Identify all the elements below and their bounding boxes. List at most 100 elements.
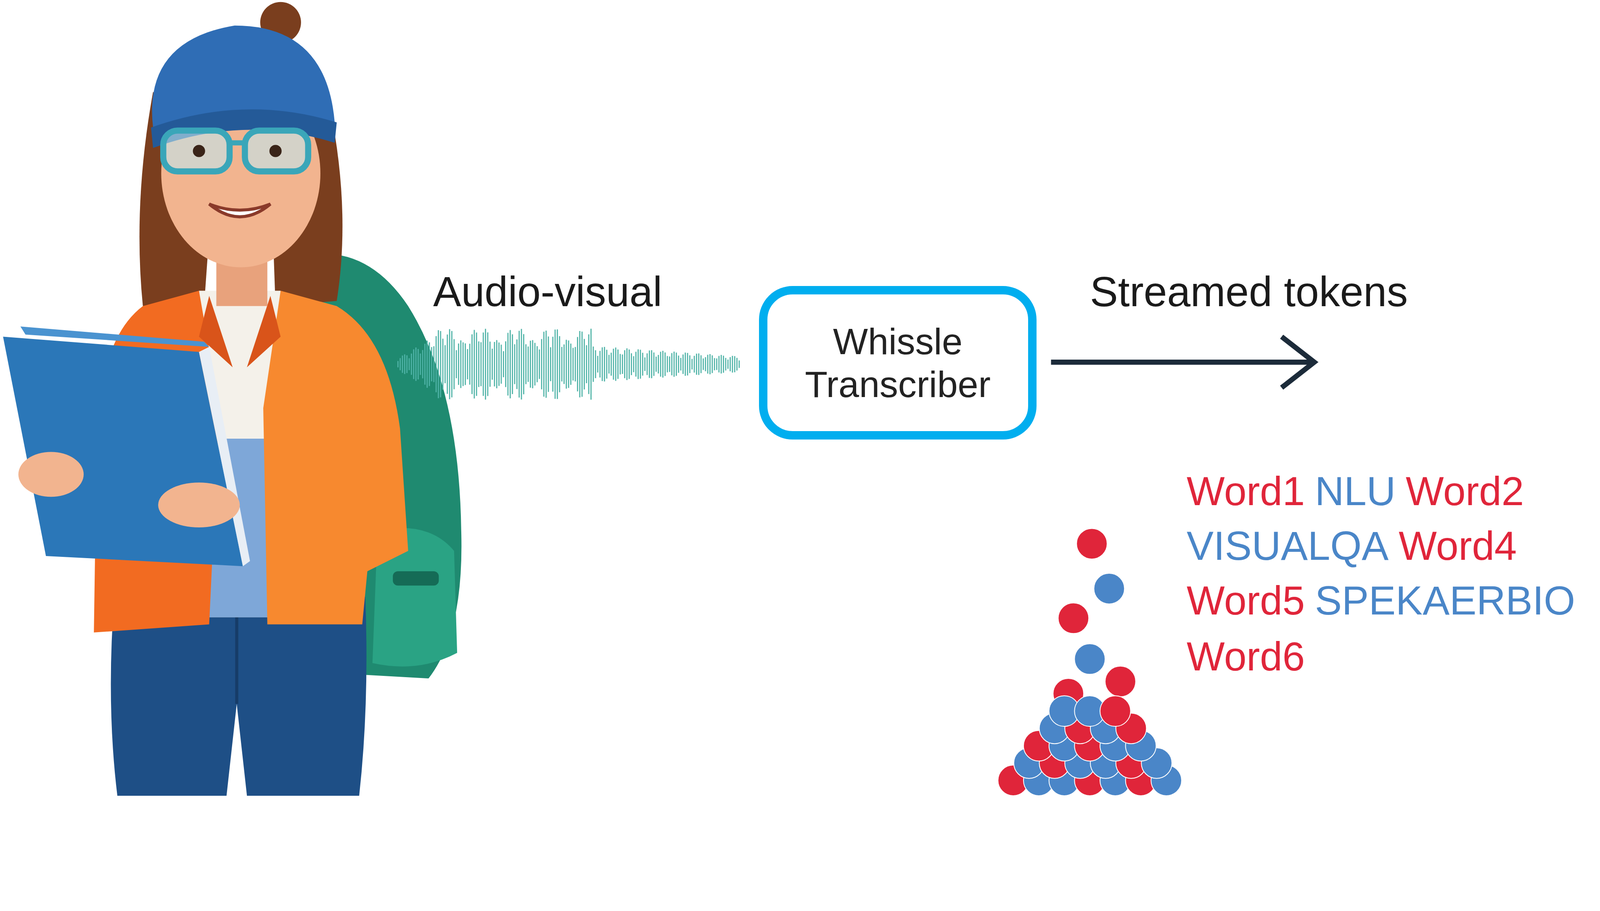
wave-stroke [650, 350, 653, 379]
wave-stroke [457, 343, 460, 385]
wave-stroke [484, 328, 487, 400]
sleeve [336, 387, 400, 531]
wave-stroke [642, 352, 644, 376]
wave-stroke [635, 351, 637, 377]
wave-stroke [439, 330, 442, 398]
stream-token: Word5 [1186, 578, 1305, 623]
wave-stroke [711, 355, 713, 373]
wave-stroke [595, 350, 597, 379]
wave-stroke [586, 345, 588, 384]
wave-stroke [673, 351, 675, 377]
wave-stroke [431, 346, 433, 381]
wave-stroke [646, 353, 648, 376]
wave-stroke [714, 357, 716, 371]
wave-stroke [417, 349, 419, 380]
wave-stroke [543, 331, 545, 397]
wave-stroke [718, 355, 720, 373]
wave-stroke [729, 357, 731, 372]
wave-stroke [422, 349, 424, 379]
wave-stroke [531, 340, 534, 389]
wave-stroke [412, 349, 415, 380]
wave-stroke [494, 341, 496, 387]
wave-stroke [558, 335, 561, 392]
wave-stroke [610, 352, 612, 376]
wave-stroke [660, 351, 662, 377]
token-ball [1057, 602, 1089, 634]
wave-stroke [406, 355, 408, 373]
token-ball [1100, 695, 1131, 727]
wave-stroke [666, 355, 669, 373]
wave-stroke [630, 353, 633, 376]
stream-token: NLU [1314, 468, 1396, 514]
wave-stroke [621, 354, 624, 374]
wave-stroke [498, 342, 500, 386]
wave-stroke [599, 350, 601, 378]
wave-stroke [404, 354, 406, 375]
wave-stroke [637, 349, 639, 380]
box-label: Whissle Transcriber [780, 320, 1016, 405]
wave-stroke [480, 342, 482, 387]
wave-stroke [704, 357, 707, 371]
wave-stroke [684, 352, 686, 376]
wave-stroke [509, 330, 511, 399]
wave-stroke [640, 349, 642, 379]
token-line: Word5SPEKAERBIO [1186, 578, 1576, 623]
wave-stroke [525, 343, 527, 384]
wave-stroke [444, 345, 446, 384]
wave-stroke [502, 351, 505, 378]
wave-stroke [601, 347, 603, 381]
wave-stroke [552, 336, 554, 392]
wave-stroke [435, 335, 437, 393]
wave-stroke [583, 338, 585, 390]
wave-stroke [572, 347, 574, 381]
wave-stroke [500, 344, 503, 384]
stream-token: Word6 [1186, 634, 1305, 679]
hand [158, 482, 240, 528]
wave-stroke [399, 357, 401, 371]
wave-stroke [626, 348, 628, 380]
wave-stroke [462, 342, 464, 387]
wave-stroke [541, 338, 543, 390]
wave-stroke [424, 343, 426, 385]
wave-stroke [687, 352, 689, 376]
wave-stroke [619, 354, 622, 375]
wave-stroke [556, 329, 559, 399]
wave-stroke [547, 336, 550, 392]
wave-stroke [397, 360, 399, 368]
wave-stroke [419, 353, 421, 375]
wave-stroke [722, 355, 725, 373]
wave-stroke [657, 354, 659, 374]
wave-stroke [545, 330, 547, 398]
wave-stroke [453, 338, 455, 389]
wave-stroke [615, 347, 617, 381]
wave-stroke [446, 334, 449, 394]
wave-stroke [538, 349, 540, 379]
hand [18, 452, 84, 498]
wave-stroke [725, 357, 727, 371]
wave-stroke [469, 343, 471, 385]
jacket [263, 290, 409, 625]
wave-stroke [428, 342, 431, 387]
student-figure [2, 2, 462, 796]
wave-stroke [608, 354, 610, 374]
stream-token: SPEKAERBIO [1314, 578, 1576, 623]
wave-stroke [570, 343, 572, 385]
wave-stroke [410, 353, 413, 376]
wave-stroke [675, 352, 678, 376]
wave-stroke [576, 336, 579, 392]
wave-stroke [489, 341, 491, 387]
token-ball [1105, 666, 1136, 697]
output-label: Streamed tokens [1089, 267, 1408, 316]
wave-stroke [482, 332, 484, 397]
backpack-flap [392, 571, 439, 586]
wave-stroke [554, 329, 556, 400]
wave-stroke [563, 344, 565, 384]
wave-stroke [523, 333, 525, 395]
wave-stroke [476, 332, 478, 397]
token-ball [1093, 573, 1125, 604]
wave-stroke [478, 341, 480, 387]
wave-stroke [550, 347, 552, 382]
token-ball [1074, 643, 1106, 675]
wave-stroke [507, 332, 509, 396]
wave-stroke [653, 352, 655, 376]
